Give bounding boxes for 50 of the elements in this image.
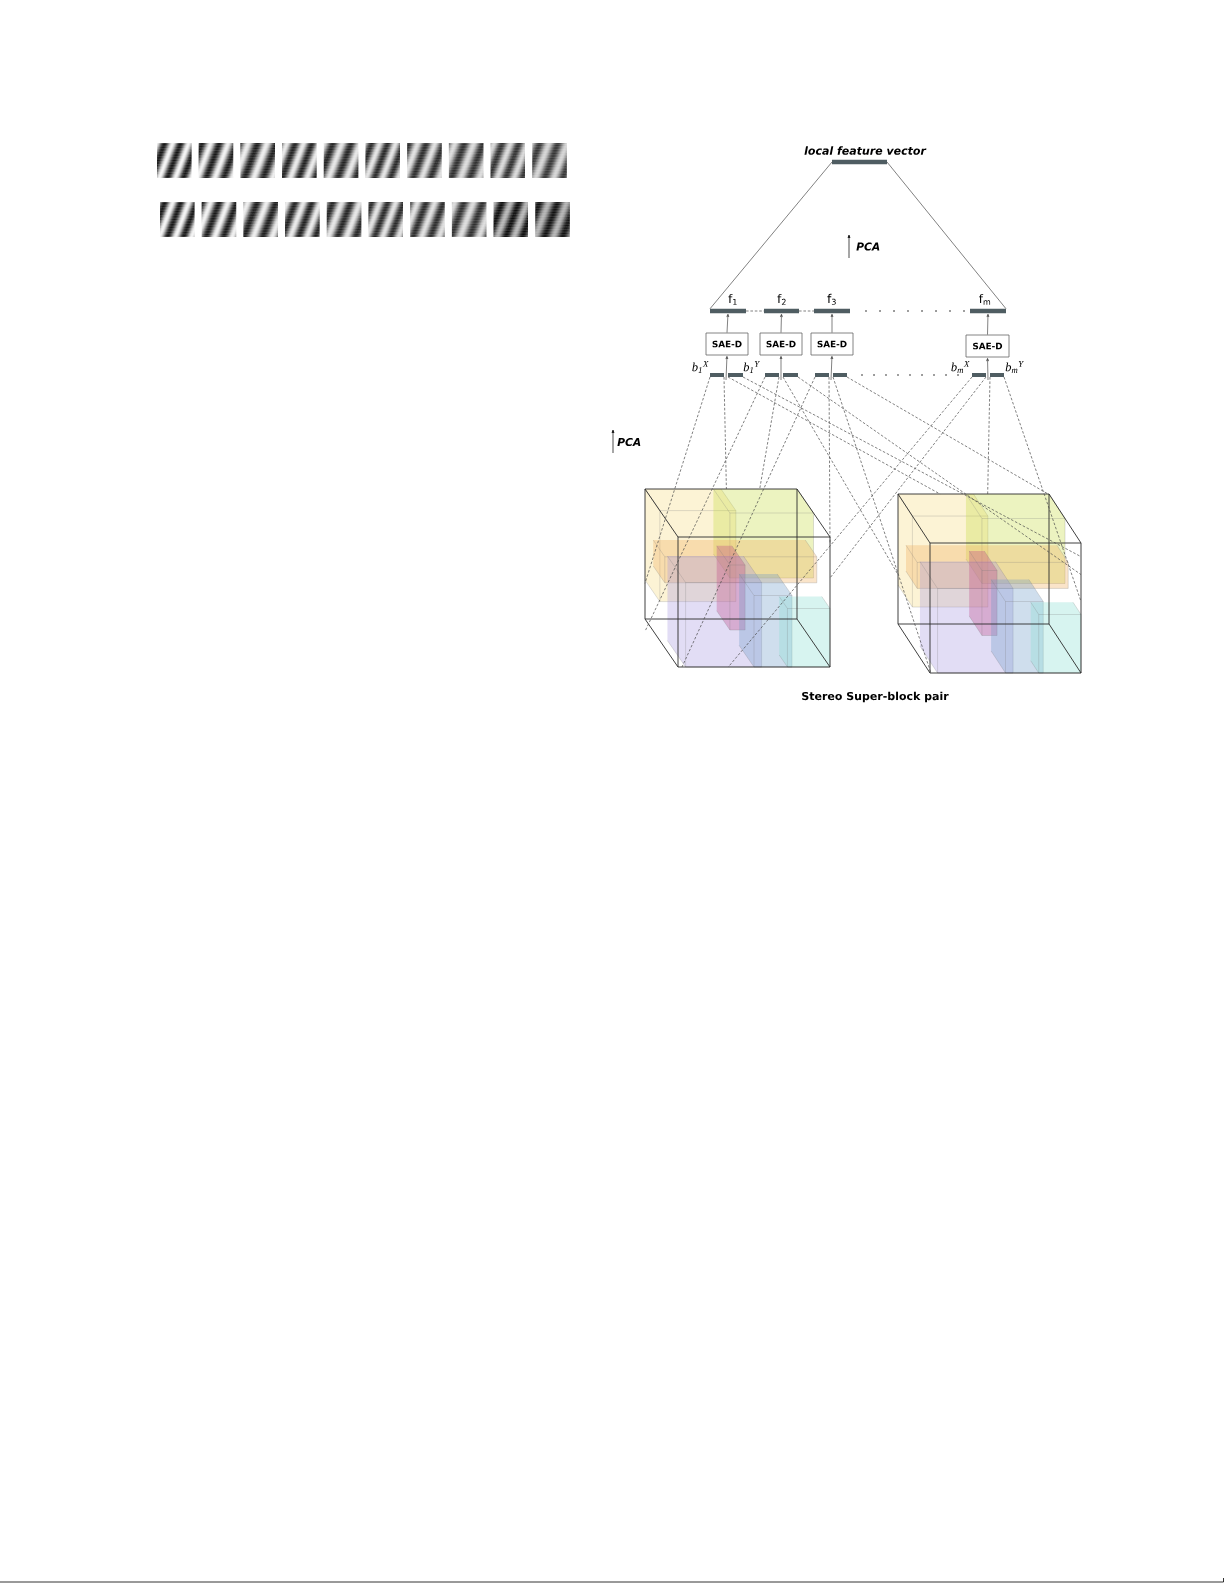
vector-label: f$_{m}$ <box>979 293 991 305</box>
process-box: SAE-D <box>759 332 803 356</box>
connector-line <box>709 161 833 310</box>
dashed-line <box>846 376 1049 495</box>
dashed-line <box>742 376 1082 557</box>
dashed-line <box>782 376 899 575</box>
dashed-line <box>745 310 765 312</box>
vector-label: b$_{m}$X <box>951 361 970 373</box>
vector-bar <box>815 373 829 377</box>
vector-label: f$_{3}$ <box>827 293 836 305</box>
dashed-line <box>798 310 815 312</box>
heading: local feature vector <box>804 146 927 155</box>
dashed-line <box>759 376 780 490</box>
vector-label: b$_{1}$X <box>692 361 709 373</box>
dashed-line <box>829 376 987 579</box>
dashed-line <box>727 376 973 668</box>
vector-bar <box>765 373 779 377</box>
caption: Stereo Super-block pair <box>802 691 949 703</box>
vector-label: b$_{1}$Y <box>743 361 760 373</box>
arrow <box>986 358 989 381</box>
cube-drawing <box>644 488 831 668</box>
vector-label: f$_{2}$ <box>777 293 786 305</box>
dashed-line <box>723 376 727 490</box>
dashed-line <box>828 376 831 543</box>
dashed-line <box>797 376 1082 575</box>
arrow <box>986 313 990 335</box>
dashed-line <box>644 376 711 584</box>
connector-line <box>886 161 1007 310</box>
arrow <box>830 356 834 381</box>
process-box: SAE-D <box>965 334 1010 358</box>
vector-label: b$_{m}$Y <box>1005 361 1024 373</box>
dashed-line <box>987 376 991 495</box>
dashed-line <box>1003 376 1082 602</box>
arrow <box>780 313 783 333</box>
arrow <box>830 313 834 333</box>
vector-bar <box>833 373 847 377</box>
arrow <box>779 356 783 381</box>
arrow <box>725 356 729 381</box>
vector-bar <box>783 373 798 377</box>
arrow-label: PCA <box>617 437 641 447</box>
dashed-line <box>727 376 941 495</box>
dashed-line <box>681 376 816 668</box>
dashed-line <box>644 376 766 632</box>
arrow-label: PCA <box>856 242 880 251</box>
cube-drawing <box>897 493 1082 674</box>
arrow <box>726 313 730 333</box>
vector-label: f$_{1}$ <box>728 293 737 305</box>
dashed-line <box>832 376 932 674</box>
process-box: SAE-D <box>705 332 749 356</box>
process-box: SAE-D <box>810 332 854 356</box>
